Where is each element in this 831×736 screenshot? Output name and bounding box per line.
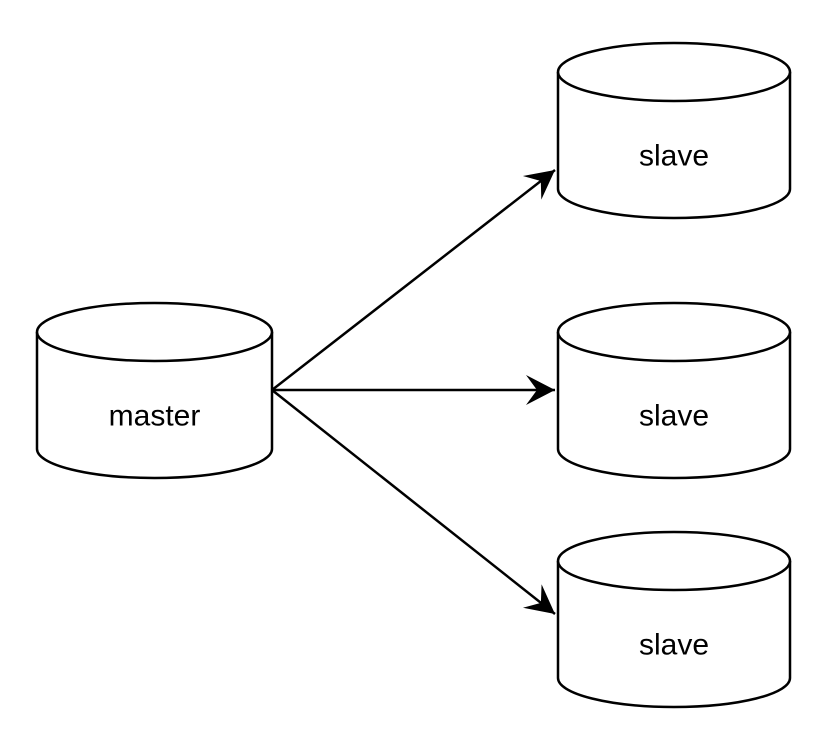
slave-node-2-label: slave [639, 400, 709, 433]
slave-node-3-label: slave [639, 629, 709, 662]
cylinder-body [556, 72, 792, 220]
cylinder-body [556, 332, 792, 480]
slave-node-1: slave [556, 41, 792, 220]
cylinder-top [35, 301, 274, 363]
edges-group [271, 169, 556, 615]
cylinder-top [556, 530, 792, 592]
slave-node-1-label: slave [639, 140, 709, 173]
slave-node-3: slave [556, 530, 792, 709]
master-node-label: master [109, 400, 201, 433]
slave-node-2: slave [556, 301, 792, 480]
edge-master-to-slave-1 [271, 169, 556, 391]
cylinder-top [556, 41, 792, 103]
master-node: master [35, 301, 274, 480]
edge-master-to-slave-3 [271, 389, 556, 615]
cylinder-body [35, 332, 274, 480]
cylinder-body [556, 561, 792, 709]
cylinder-top [556, 301, 792, 363]
